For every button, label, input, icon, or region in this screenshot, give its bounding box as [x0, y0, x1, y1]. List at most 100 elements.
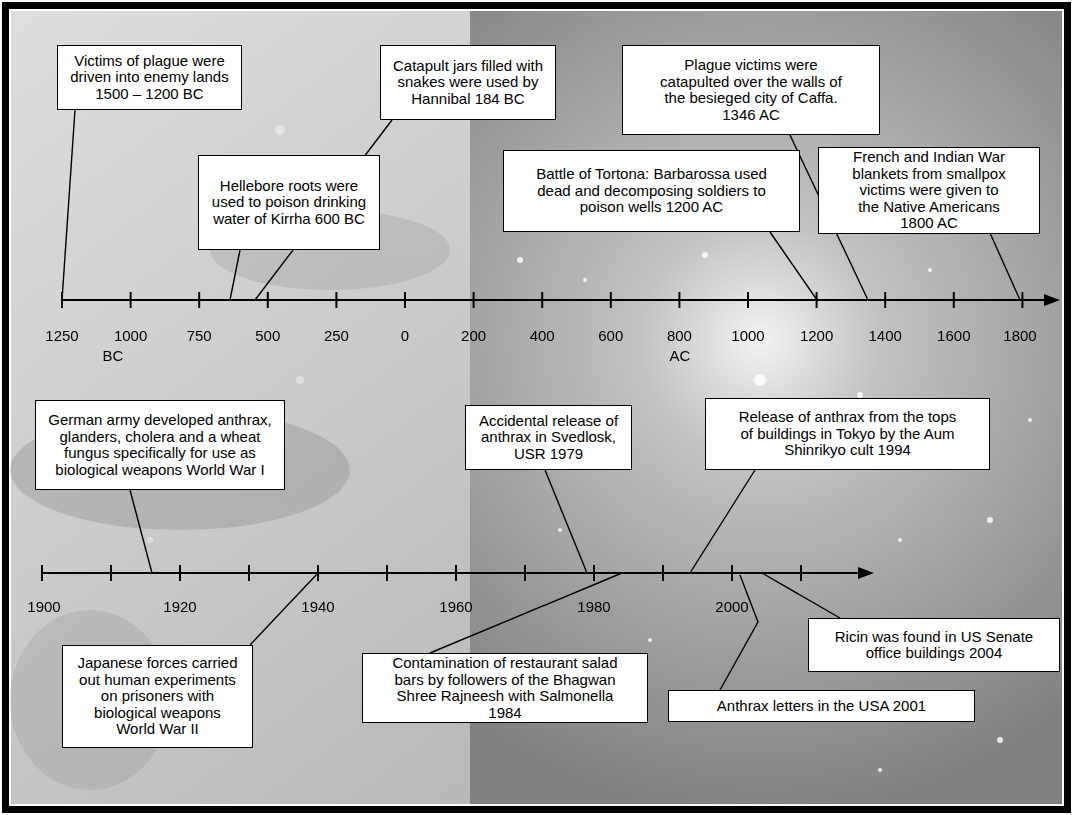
event-box: Contamination of restaurant salad bars b… [362, 653, 648, 723]
event-text: Accidental release of anthrax in Svedlos… [474, 413, 623, 463]
tick-label: 0 [401, 328, 409, 345]
event-box: Anthrax letters in the USA 2001 [668, 690, 975, 722]
tick-label: 2000 [715, 599, 748, 616]
tick [386, 565, 388, 581]
droplet [296, 376, 304, 384]
droplet [275, 125, 285, 135]
axis-line [42, 572, 860, 574]
frame-line [9, 9, 1064, 806]
event-box: French and Indian War blankets from smal… [818, 147, 1040, 234]
leader-line [230, 250, 240, 300]
tick [317, 565, 319, 581]
tick-label: 1920 [163, 599, 196, 616]
leader-line [545, 470, 587, 573]
tick [473, 292, 475, 308]
tick [731, 565, 733, 581]
event-box: Battle of Tortona: Barbarossa used dead … [503, 150, 800, 232]
event-box: Ricin was found in US Senate office buil… [808, 618, 1060, 672]
tick-label: 1000 [731, 328, 764, 345]
tick [747, 292, 749, 308]
sparkle [517, 257, 523, 263]
era-label: BC [103, 348, 124, 365]
leader-line [990, 233, 1020, 300]
timeline-top [62, 292, 1046, 308]
sparkle [987, 517, 993, 523]
leader-line [130, 490, 152, 573]
tick [1021, 292, 1023, 308]
sparkle [558, 528, 562, 532]
sparkle [928, 268, 932, 272]
tick [41, 565, 43, 581]
tick [593, 565, 595, 581]
sparkle [754, 374, 766, 386]
tick-label: 800 [667, 328, 692, 345]
tick [404, 292, 406, 308]
event-text: Plague victims were catapulted over the … [653, 57, 849, 123]
tick-label: 1600 [937, 328, 970, 345]
tick-label: 1900 [27, 599, 60, 616]
tick-label: 250 [324, 328, 349, 345]
sparkle [878, 768, 882, 772]
face-shadow [10, 410, 350, 530]
tick-label: 1940 [301, 599, 334, 616]
axis-arrowhead [1044, 294, 1060, 306]
leader-line [430, 573, 622, 653]
tick [179, 565, 181, 581]
axis-line [62, 299, 1046, 301]
tick-label: 1800 [1003, 328, 1036, 345]
event-text: German army developed anthrax, glanders,… [46, 412, 274, 478]
tick-label: 200 [461, 328, 486, 345]
sparkle [648, 638, 652, 642]
tick [884, 292, 886, 308]
tick [267, 292, 269, 308]
leader-line [770, 232, 817, 300]
sparkle [702, 252, 708, 258]
tick [110, 565, 112, 581]
event-text: Japanese forces carried out human experi… [73, 655, 242, 738]
tick-label: 1000 [114, 328, 147, 345]
event-box: Japanese forces carried out human experi… [62, 645, 253, 748]
tick [455, 565, 457, 581]
tick-label: 1250 [45, 328, 78, 345]
event-text: Hellebore roots were used to poison drin… [211, 178, 367, 228]
tick [678, 292, 680, 308]
event-text: Ricin was found in US Senate office buil… [829, 629, 1039, 662]
event-box: German army developed anthrax, glanders,… [35, 400, 285, 490]
event-text: Catapult jars filled with snakes were us… [387, 58, 549, 108]
tick [662, 565, 664, 581]
tick [61, 292, 63, 308]
tick-label: 1980 [577, 599, 610, 616]
tick-label: 1960 [439, 599, 472, 616]
tick [198, 292, 200, 308]
event-text: French and Indian War blankets from smal… [849, 149, 1009, 232]
droplet [147, 537, 153, 543]
event-text: Victims of plague were driven into enemy… [66, 53, 233, 103]
tick-label: 750 [187, 328, 212, 345]
event-box: Hellebore roots were used to poison drin… [198, 155, 380, 250]
event-box: Accidental release of anthrax in Svedlos… [465, 405, 632, 470]
tick [130, 292, 132, 308]
tick-label: 600 [598, 328, 623, 345]
era-label: AC [670, 348, 691, 365]
sparkle [1028, 418, 1032, 422]
axis-arrowhead [858, 567, 874, 579]
tick-label: 400 [530, 328, 555, 345]
event-text: Battle of Tortona: Barbarossa used dead … [536, 166, 767, 216]
event-box: Victims of plague were driven into enemy… [57, 45, 242, 110]
tick [816, 292, 818, 308]
event-box: Plague victims were catapulted over the … [622, 45, 880, 135]
tick [610, 292, 612, 308]
event-box: Release of anthrax from the tops of buil… [705, 398, 990, 470]
tick [335, 292, 337, 308]
photo-left [11, 11, 1062, 804]
tick-label: 1200 [800, 328, 833, 345]
event-text: Contamination of restaurant salad bars b… [383, 655, 627, 721]
leader-line [720, 575, 758, 690]
leader-line [62, 110, 75, 300]
timeline-bottom [42, 565, 860, 581]
tick [524, 565, 526, 581]
leader-line [690, 470, 755, 573]
sparkle [583, 278, 587, 282]
sparkle [997, 737, 1003, 743]
